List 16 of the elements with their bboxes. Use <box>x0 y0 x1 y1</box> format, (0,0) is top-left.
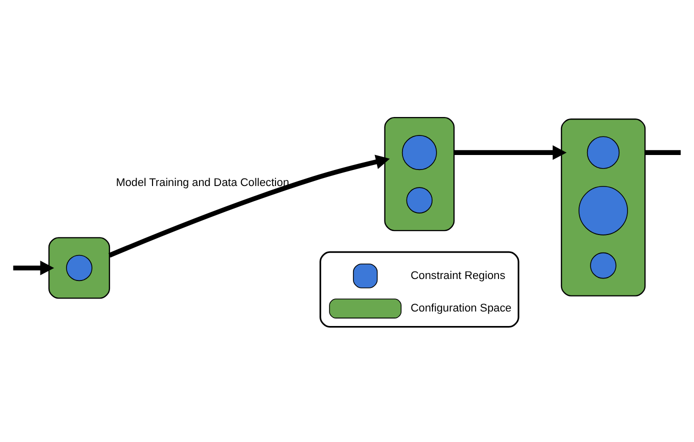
arrow <box>454 145 567 160</box>
cluster <box>384 116 455 232</box>
edge-label: Model Training and Data Collection <box>116 177 290 190</box>
node-circle <box>406 187 433 214</box>
node-circle <box>586 136 620 169</box>
arrow <box>108 154 390 258</box>
node-circle <box>402 135 437 170</box>
cluster <box>560 118 646 296</box>
node-circle <box>66 254 92 282</box>
arrow <box>13 260 54 276</box>
node-circle <box>590 252 616 279</box>
legend-label: Configuration Space <box>410 302 512 314</box>
cluster <box>48 237 110 299</box>
node-circle <box>578 186 628 236</box>
connector <box>645 150 681 155</box>
legend-label: Constraint Regions <box>410 270 506 282</box>
